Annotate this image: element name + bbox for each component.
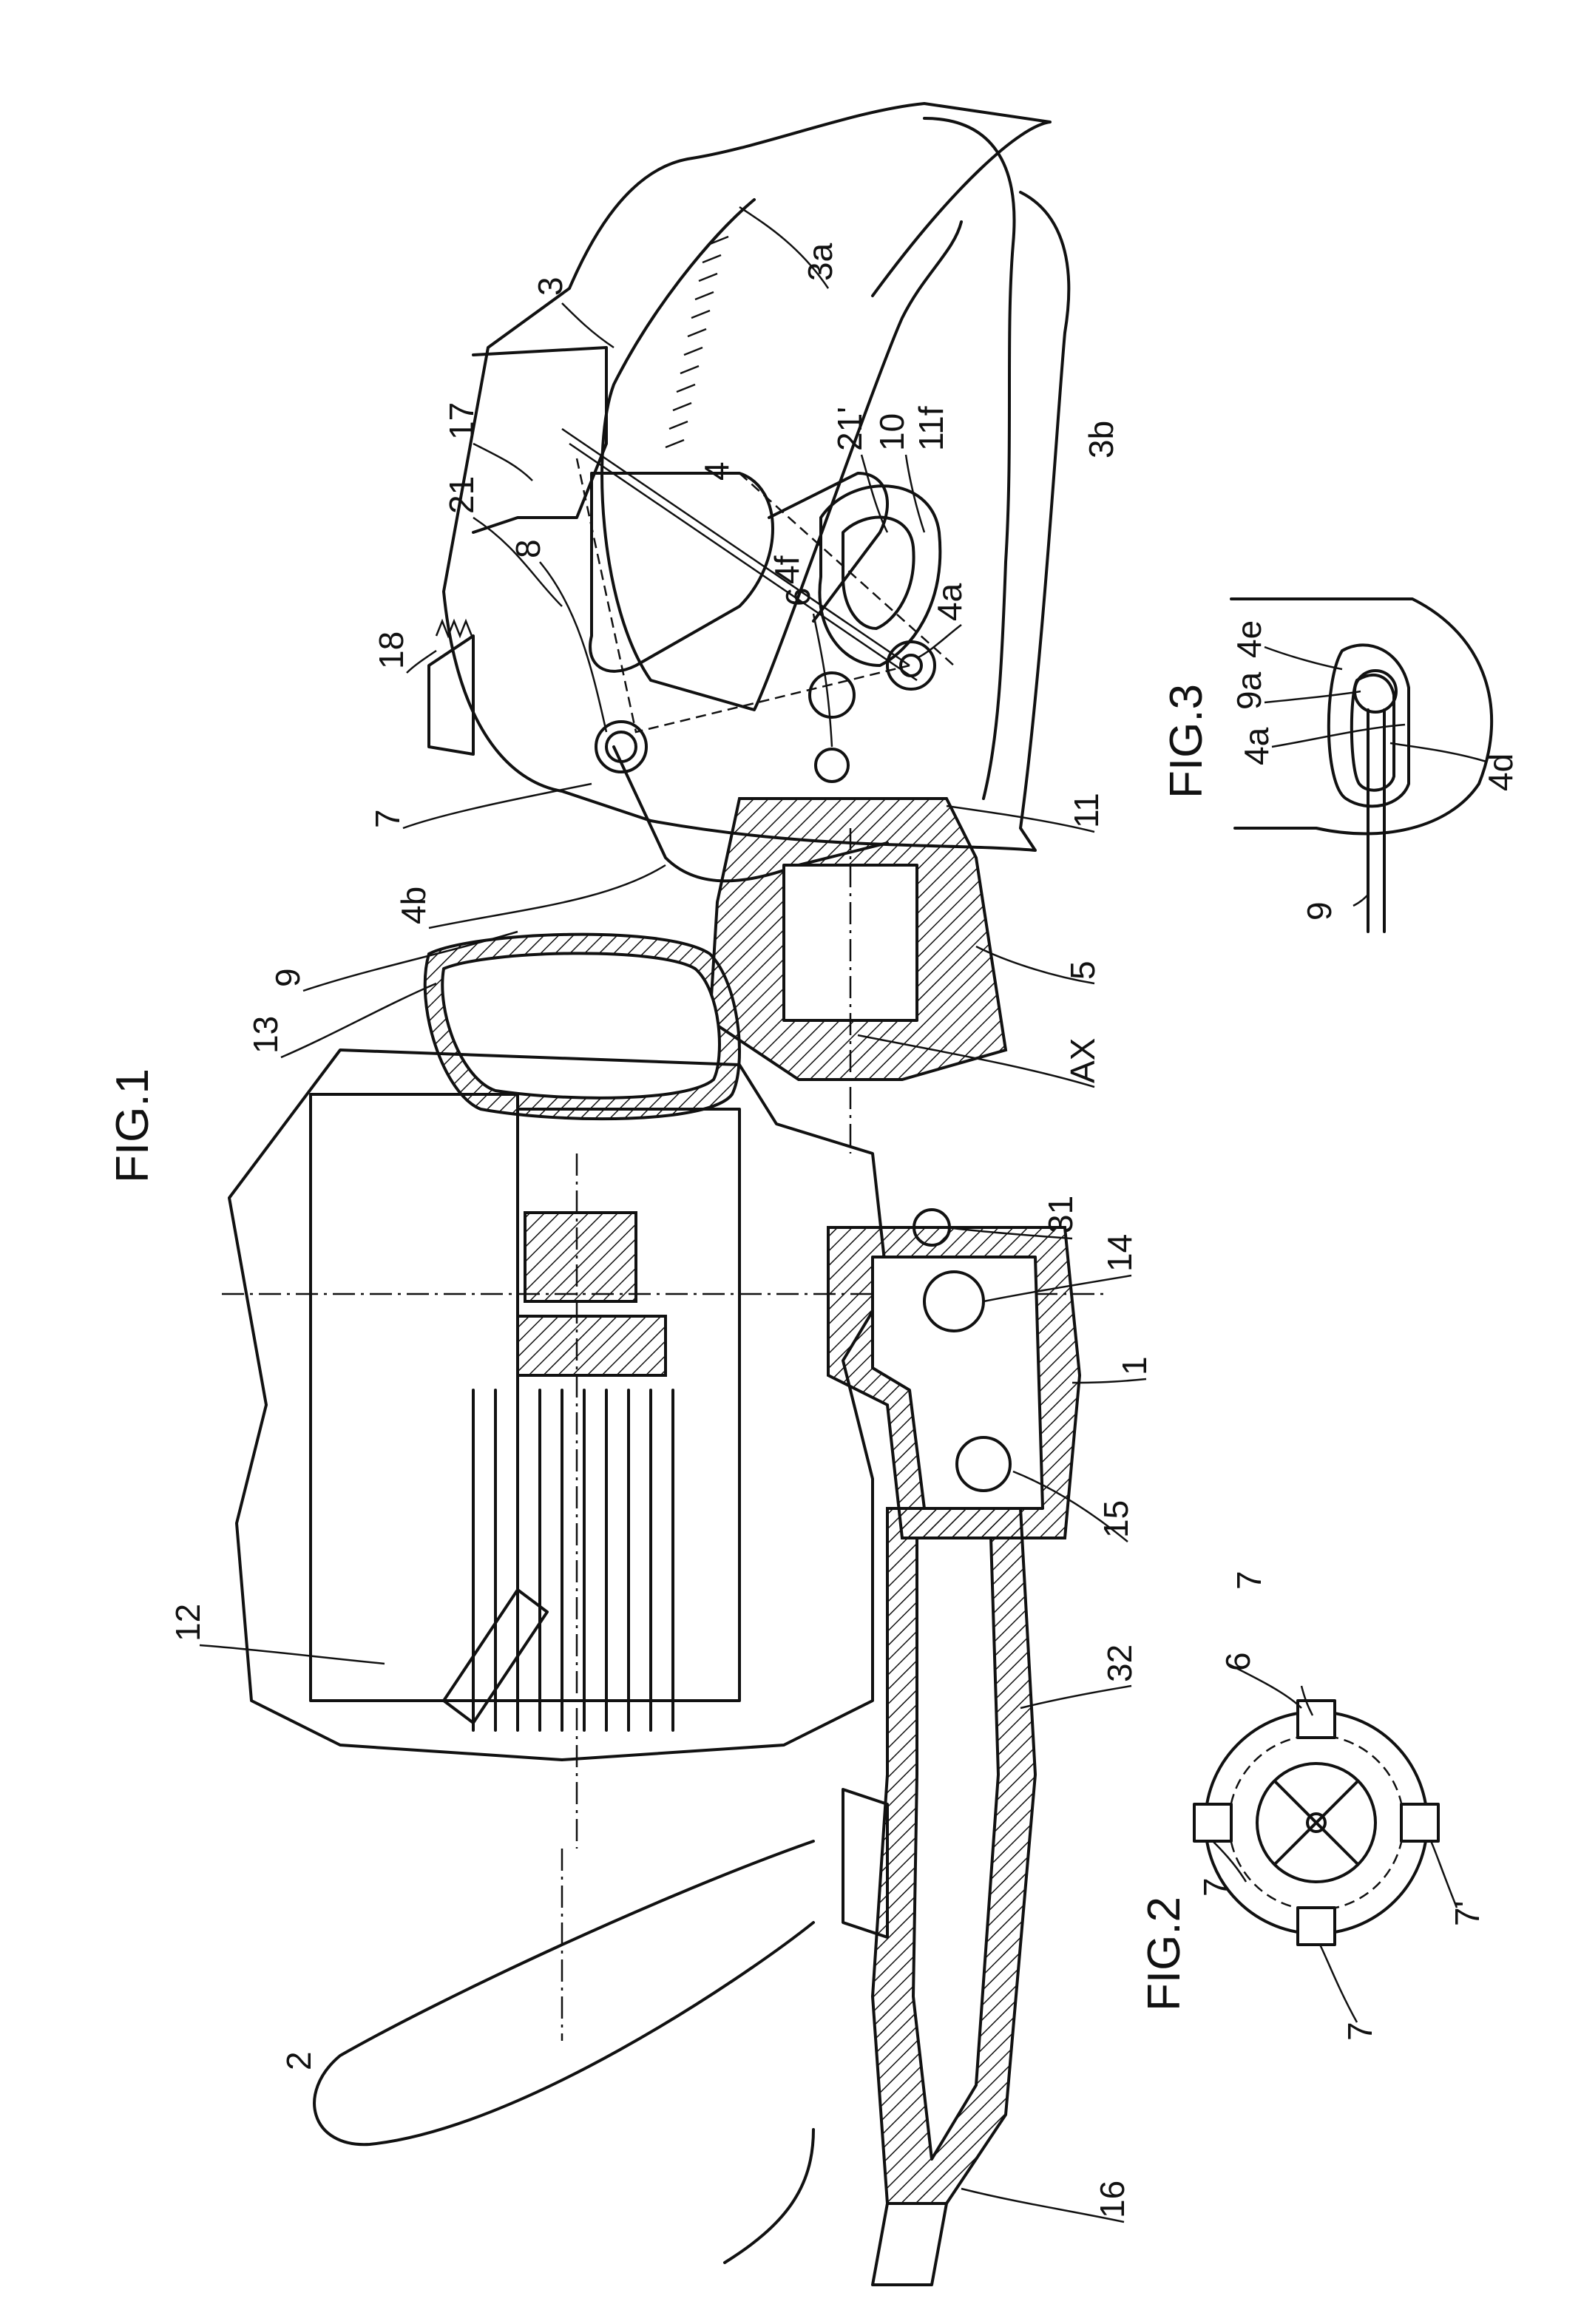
label-2: 2 [280, 2051, 318, 2070]
label-17: 17 [442, 402, 481, 440]
throttle-trigger-4 [590, 473, 773, 671]
switch-17-housing [473, 348, 606, 532]
boss [810, 673, 854, 717]
label-11f: 11f [912, 406, 950, 451]
grip-ribs [666, 237, 728, 447]
label-4f: 4f [768, 555, 806, 584]
label-9: 9 [268, 968, 307, 987]
label-1: 1 [1115, 1356, 1154, 1375]
label-14: 14 [1100, 1234, 1139, 1272]
label-11: 11 [1067, 793, 1106, 828]
piston [525, 1213, 636, 1301]
fig3-label-4e: 4e [1230, 620, 1268, 658]
fuel-tank-inner [442, 953, 720, 1098]
fig2-label-7-bottom: 7 [1341, 2022, 1379, 2041]
label-10: 10 [873, 413, 911, 451]
label-18: 18 [372, 631, 410, 669]
fig2-label-7-right: 7' [1448, 1901, 1486, 1926]
label-32: 32 [1100, 1644, 1139, 1682]
rear-handle-outline [444, 104, 1069, 850]
fig2-label-6: 6 [1219, 1652, 1257, 1671]
label-16: 16 [1093, 2181, 1131, 2218]
label-6: 6 [779, 587, 817, 606]
figure-title-fig1: FIG.1 [107, 1068, 158, 1183]
label-4: 4 [697, 461, 736, 481]
label-8: 8 [509, 539, 547, 558]
fig3-label-9a: 9a [1230, 671, 1268, 710]
fig3-leaders [1265, 647, 1486, 906]
pivot-6 [816, 749, 848, 782]
figure-title-fig2: FIG.2 [1139, 1897, 1190, 2011]
fig3-drawing: FIG.3 4e 9a 4a 4d 9 [1161, 599, 1520, 932]
engine-inner-frame [311, 1094, 739, 1701]
label-3: 3 [531, 277, 569, 296]
label-13: 13 [246, 1016, 285, 1054]
front-handle-2 [314, 1841, 813, 2144]
fig3-label-4d: 4d [1481, 753, 1520, 791]
link-dashed [577, 458, 954, 732]
pivot-8-inner [606, 732, 636, 762]
label-5: 5 [1063, 961, 1102, 980]
connector-18-teeth [436, 621, 472, 636]
label-4b: 4b [394, 887, 433, 924]
fig2-drawing: FIG.2 6 7 7 7' 7 [1139, 1571, 1486, 2041]
fig3-label-4a: 4a [1237, 727, 1276, 765]
fig2-label-7-left: 7 [1196, 1877, 1235, 1897]
fig1-drawing [222, 104, 1109, 2285]
label-AX: AX [1063, 1038, 1102, 1083]
label-3b: 3b [1082, 421, 1120, 458]
fig3-cable-9 [1368, 710, 1384, 932]
fig2-spokes [1276, 1782, 1357, 1863]
figure-title-fig3: FIG.3 [1161, 684, 1212, 799]
label-31: 31 [1041, 1196, 1080, 1233]
front-handle-bracket [725, 1789, 887, 2263]
handle-grip-3a [924, 118, 1015, 799]
label-21-prime: 21' [830, 407, 869, 451]
fig2-label-7-top: 7 [1230, 1571, 1268, 1590]
rear-handle-inner [602, 200, 961, 710]
label-4a: 4a [930, 583, 969, 621]
label-7: 7 [368, 809, 407, 828]
fig3-lever-body [1231, 599, 1492, 834]
blade-16 [873, 2203, 947, 2285]
engine-cover-12 [229, 1050, 887, 1760]
crank-web [518, 1316, 666, 1375]
fig3-pin-9a [1355, 671, 1396, 712]
label-12: 12 [169, 1604, 207, 1642]
label-21: 21 [442, 476, 481, 514]
fig3-label-9: 9 [1300, 901, 1338, 921]
